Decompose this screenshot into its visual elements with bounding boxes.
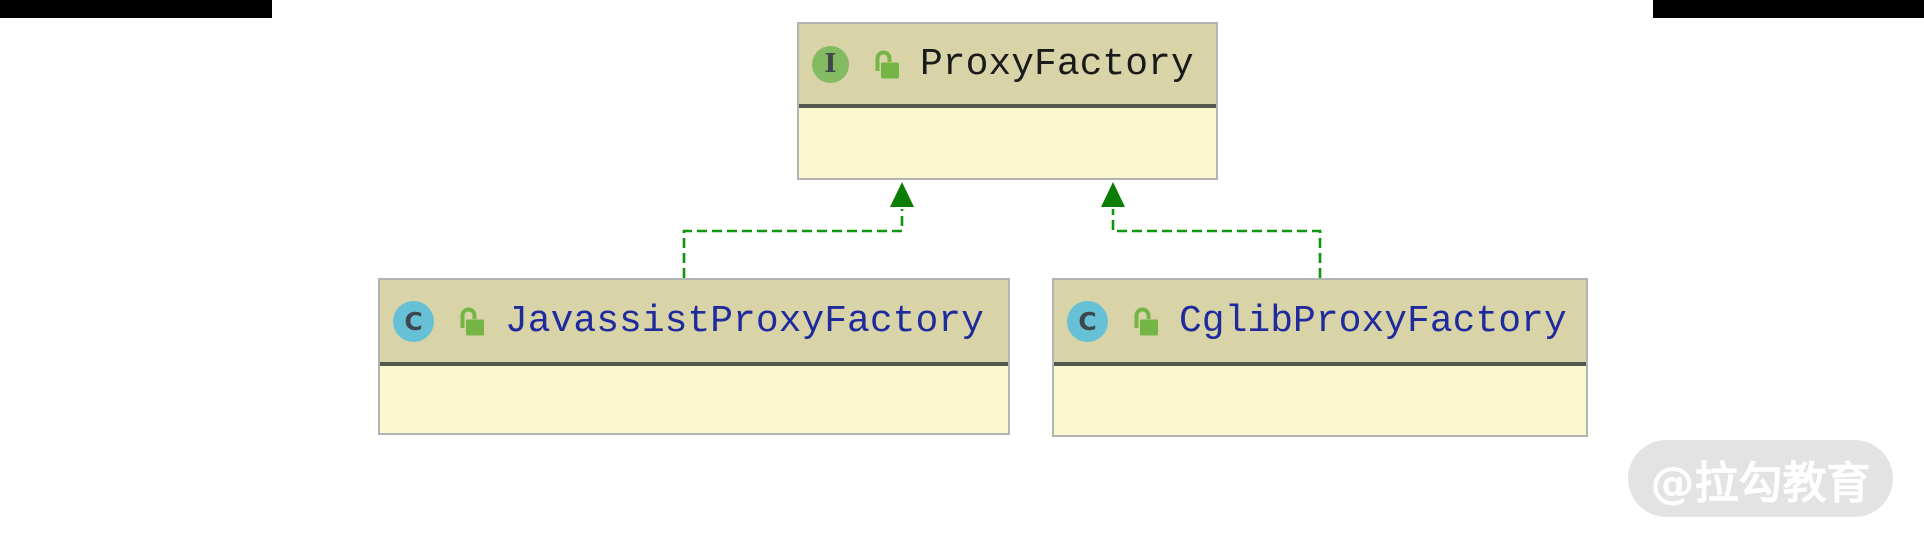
uml-node-cglibproxyfactory[interactable]: C CglibProxyFactory — [1052, 278, 1588, 437]
interface-badge-letter: I — [824, 49, 837, 79]
node-name-cglibproxyfactory: CglibProxyFactory — [1179, 299, 1567, 343]
node-divider — [799, 104, 1216, 108]
node-name-javassistproxyfactory: JavassistProxyFactory — [505, 299, 984, 343]
class-circle-icon: C — [1067, 300, 1108, 342]
node-divider — [380, 362, 1008, 366]
node-members-compartment — [380, 366, 1008, 433]
node-members-compartment — [799, 108, 1216, 178]
open-lock-icon — [460, 307, 484, 335]
interface-circle-icon: I — [812, 45, 849, 83]
triangle-arrowhead-icon — [1101, 182, 1125, 207]
uml-node-javassistproxyfactory[interactable]: C JavassistProxyFactory — [378, 278, 1010, 435]
node-header: I ProxyFactory — [799, 24, 1216, 104]
class-badge-letter: C — [1078, 306, 1097, 336]
node-members-compartment — [1054, 366, 1586, 435]
triangle-arrowhead-icon — [890, 182, 914, 207]
top-right-black-bar — [1653, 0, 1924, 18]
watermark-text: @拉勾教育 — [1650, 457, 1871, 509]
uml-node-proxyfactory[interactable]: I ProxyFactory — [797, 22, 1218, 180]
watermark-badge: @拉勾教育 — [1628, 440, 1893, 517]
edge-javassist-to-proxyfactory[interactable] — [682, 182, 914, 278]
node-header: C JavassistProxyFactory — [380, 280, 1008, 362]
class-badge-letter: C — [404, 306, 423, 336]
open-lock-icon — [875, 50, 899, 78]
open-lock-icon — [1134, 307, 1158, 335]
node-name-proxyfactory: ProxyFactory — [920, 42, 1194, 86]
edge-cglib-to-proxyfactory[interactable] — [1101, 182, 1322, 278]
node-header: C CglibProxyFactory — [1054, 280, 1586, 362]
class-circle-icon: C — [393, 300, 434, 342]
node-divider — [1054, 362, 1586, 366]
top-left-black-bar — [0, 0, 272, 18]
